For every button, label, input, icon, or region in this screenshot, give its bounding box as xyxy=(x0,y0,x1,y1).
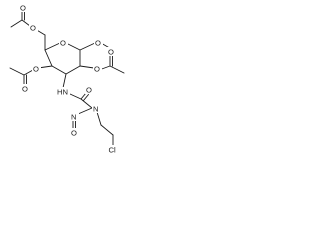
c3-nh-bond xyxy=(62,73,67,89)
n-ch2-bond xyxy=(96,111,102,126)
ring-c4-c5-bond xyxy=(44,49,53,67)
ring-c5-o-bond xyxy=(44,42,61,51)
acetyl-c6-methyl-bond xyxy=(10,19,23,28)
ring-oxygen-label: O xyxy=(60,39,66,48)
urea-carbonyl-bond-double xyxy=(83,94,89,101)
acetyl-c2-methyl-bond xyxy=(109,65,125,74)
carbonyl-oxygen-c4-label: O xyxy=(22,85,28,94)
carbonyl-oxygen-c6-label: O xyxy=(20,4,26,13)
chlorine-label: Cl xyxy=(109,146,116,155)
ring-c2-c3-bond xyxy=(65,65,81,75)
nh-carbonyl-bond xyxy=(69,93,82,100)
atom-labels: O O O O O O O O HN O N N O Cl xyxy=(18,3,120,155)
urea-nitrogen-label: N xyxy=(93,105,98,114)
ch2-ch2-bond xyxy=(100,124,114,136)
amide-nh-label: HN xyxy=(57,88,68,97)
bonds xyxy=(9,11,125,147)
nitroso-nitrogen-label: N xyxy=(71,113,76,122)
ring-c3-c4-bond xyxy=(51,65,67,75)
carbonyl-n-bond xyxy=(80,98,93,109)
anomeric-oxygen-label: O xyxy=(95,39,101,48)
acetyl-c4-methyl-bond xyxy=(9,67,25,76)
n-nitroso-n-bond xyxy=(77,107,93,115)
acetyl-oxygen-c6-label: O xyxy=(30,24,36,33)
carbonyl-oxygen-c2-label: O xyxy=(108,48,114,57)
acetyl-c4-ester-bond xyxy=(23,69,34,76)
acetyl-oxygen-c4-label: O xyxy=(33,65,39,74)
nitroso-oxygen-label: O xyxy=(71,129,77,138)
acetyl-oxygen-c2-label: O xyxy=(94,65,100,74)
urea-oxygen-label: O xyxy=(86,86,92,95)
c1-methoxy-bond xyxy=(79,42,96,51)
ring-o-c1-bond xyxy=(65,42,81,51)
chemical-structure: O O O O O O O O HN O N N O Cl xyxy=(9,3,125,155)
c2-oxygen-bond xyxy=(79,65,95,69)
acetyl-c6-ester-bond xyxy=(21,19,31,27)
